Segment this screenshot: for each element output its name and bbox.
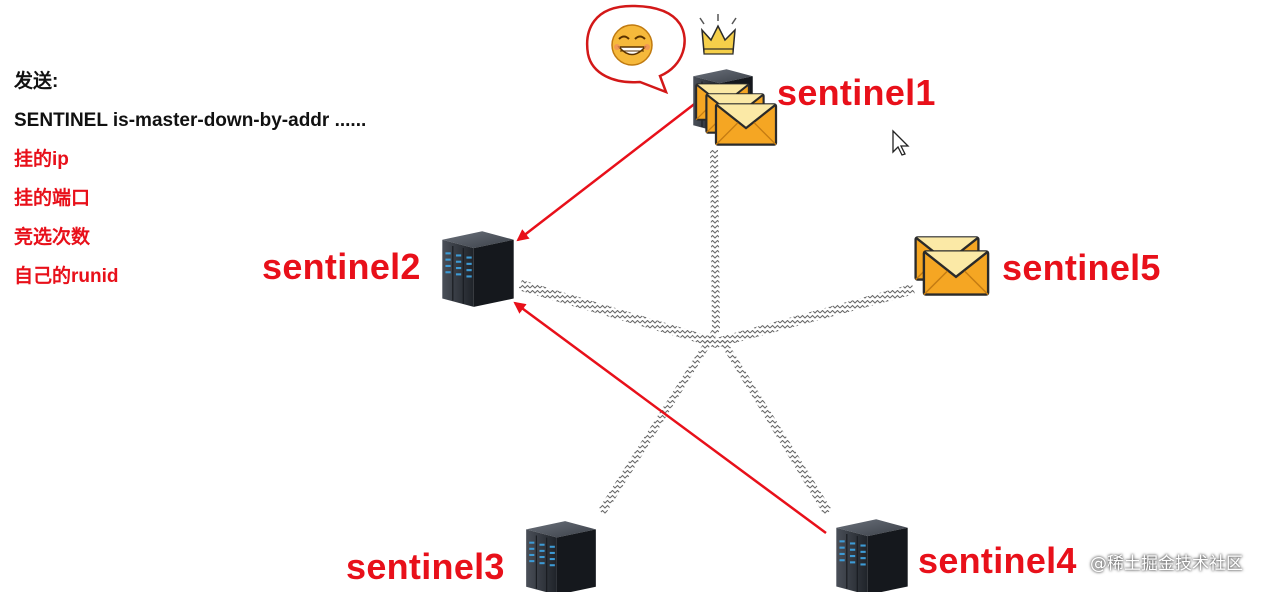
node-label-sentinel3: sentinel3 [346, 546, 505, 587]
node-label-sentinel5: sentinel5 [1002, 247, 1161, 288]
caption-field: 挂的端口 [14, 188, 91, 209]
arrow-s1-to-s2 [516, 101, 698, 242]
crown-icon [699, 14, 737, 55]
grinning-face-icon [611, 24, 653, 66]
caption-title: 发送: [14, 71, 59, 92]
caption-field: 自己的runid [14, 266, 119, 287]
speech-bubble [585, 4, 686, 95]
mouse-cursor-icon [892, 129, 910, 156]
message-caption: 发送: SENTINEL is-master-down-by-addr ....… [14, 62, 366, 296]
node-label-sentinel4: sentinel4 [918, 540, 1077, 581]
node-sentinel3-server-icon [525, 520, 597, 592]
node-sentinel5 [914, 236, 990, 296]
request-arrows [513, 101, 827, 535]
watermark: @稀土掘金技术社区 [1090, 554, 1243, 574]
envelope-icon [714, 103, 778, 146]
node-label-sentinel2: sentinel2 [262, 246, 421, 287]
node-sentinel4-server-icon [835, 518, 909, 592]
node-sentinel2-server-icon [441, 230, 515, 308]
gossip-link-s2-s5 [518, 280, 915, 348]
gossip-link-s4-s1 [718, 340, 832, 515]
caption-command: SENTINEL is-master-down-by-addr ...... [14, 110, 367, 131]
envelope-icon [922, 250, 990, 296]
gossip-link-s3-s1 [598, 150, 720, 515]
caption-field: 挂的ip [14, 149, 69, 170]
caption-field: 竞选次数 [14, 227, 91, 248]
arrow-s4-to-s2 [513, 301, 827, 535]
node-label-sentinel1: sentinel1 [777, 72, 936, 113]
gossip-links [518, 150, 915, 515]
node-sentinel1 [692, 68, 778, 146]
